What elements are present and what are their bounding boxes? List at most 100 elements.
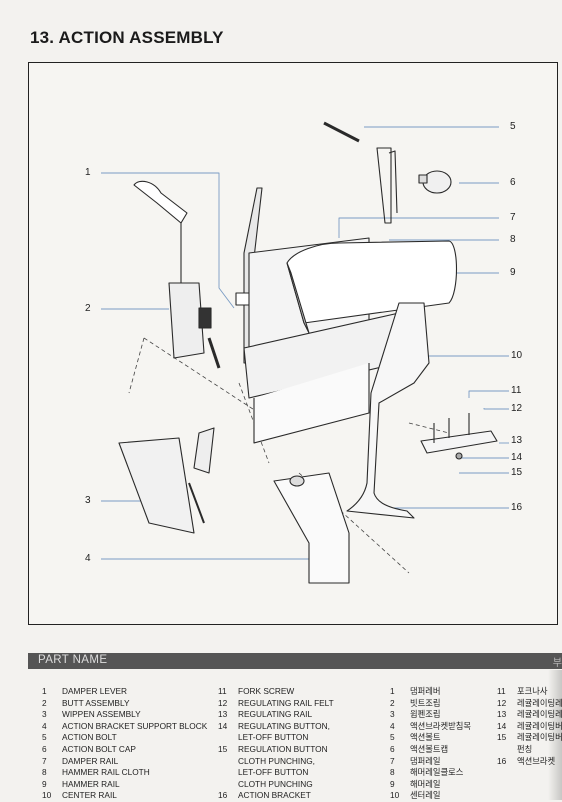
part-label: DAMPER RAIL	[62, 755, 119, 766]
part-number: 11	[218, 686, 227, 696]
part-number: 7	[42, 755, 47, 766]
part-label: 액션브라켓받침목	[410, 720, 472, 731]
part-label: ACTION BRACKET SUPPORT BLOCK	[62, 720, 208, 731]
part-number: 5	[42, 732, 47, 743]
part-number: 10	[42, 790, 52, 801]
page-edge-shadow	[548, 670, 562, 800]
part-label: DAMPER LEVER	[62, 686, 128, 696]
part-label: 해머레일클로스	[410, 767, 464, 778]
callout-4: 4	[85, 553, 91, 564]
part-label: HAMMER RAIL	[62, 778, 120, 789]
parts-list-item: 12 REGULATING RAIL FELT	[218, 698, 334, 710]
part-label: ACTION BRACKET	[238, 790, 311, 801]
part-label: 펀칭	[517, 743, 533, 754]
part-label: 레귤레이팅버	[517, 732, 562, 743]
parts-list-item: 14 REGULATING BUTTON,	[218, 721, 334, 733]
part-label: 레귤레이팅버	[517, 720, 562, 731]
parts-list-item: 12 레귤레이팅레	[497, 698, 562, 710]
part-number: 16	[218, 790, 228, 801]
parts-list-item: LET-OFF BUTTON	[218, 732, 334, 744]
part-label: 댐퍼레일	[410, 755, 441, 766]
part-number: 6	[42, 743, 47, 754]
part-label: FORK SCREW	[238, 686, 295, 696]
part-label: 액션볼트	[410, 732, 441, 743]
part-number: 12	[218, 697, 228, 708]
part-label: 포크나사	[517, 686, 548, 696]
part-label: 레귤레이팅레	[517, 709, 562, 720]
parts-list-item: 10 CENTER RAIL	[42, 790, 207, 802]
callout-13: 13	[511, 435, 523, 446]
part-number: 9	[42, 778, 47, 789]
parts-list-item: 8 해머레일클로스	[390, 767, 471, 779]
parts-list-item: 11 FORK SCREW	[218, 686, 334, 698]
part-number: 1	[42, 686, 47, 696]
part-label: REGULATING RAIL	[238, 709, 313, 720]
callout-5: 5	[510, 121, 516, 132]
part-label: 댐퍼레버	[410, 686, 441, 696]
parts-list-item: 6 ACTION BOLT CAP	[42, 744, 207, 756]
part-number: 15	[218, 743, 228, 754]
part-label: 액션브라켓	[517, 755, 556, 766]
callout-3: 3	[85, 495, 91, 506]
parts-list-item: 13 레귤레이팅레	[497, 709, 562, 721]
part-label: LET-OFF BUTTON	[238, 767, 309, 778]
part-name-header-korean: 부	[552, 658, 562, 669]
part-number: 12	[497, 697, 507, 708]
parts-list-item: 4 액션브라켓받침목	[390, 721, 471, 733]
parts-list-item: 1 댐퍼레버	[390, 686, 471, 698]
parts-list-item: 펀칭	[497, 744, 562, 756]
callout-1: 1	[85, 167, 91, 178]
part-name-header: PART NAME	[38, 654, 108, 666]
callout-8: 8	[510, 234, 516, 245]
callout-7: 7	[510, 212, 516, 223]
part-label: ACTION BOLT	[62, 732, 117, 743]
part-number: 4	[42, 720, 47, 731]
part-number: 4	[390, 720, 395, 731]
parts-list-item: 7 DAMPER RAIL	[42, 756, 207, 768]
parts-list-item: CLOTH PUNCHING	[218, 779, 334, 791]
part-label: REGULATION BUTTON	[238, 743, 328, 754]
part-label: REGULATING RAIL FELT	[238, 697, 334, 708]
part-number: 1	[390, 686, 395, 696]
part-number: 9	[390, 778, 395, 789]
callout-12: 12	[511, 403, 523, 414]
part-label: 레귤레이팅레	[517, 697, 562, 708]
part-label: ACTION BOLT CAP	[62, 743, 136, 754]
part-number: 14	[218, 720, 228, 731]
part-number: 8	[390, 767, 395, 778]
part-label: REGULATING BUTTON,	[238, 720, 330, 731]
callout-2: 2	[85, 303, 91, 314]
part-label: LET-OFF BUTTON	[238, 732, 309, 743]
callout-16: 16	[511, 502, 523, 513]
callout-6: 6	[510, 177, 516, 188]
part-label: 액션볼트캡	[410, 743, 449, 754]
parts-list-item: 9 HAMMER RAIL	[42, 779, 207, 791]
callout-15: 15	[511, 467, 523, 478]
callout-9: 9	[510, 267, 516, 278]
part-label: WIPPEN ASSEMBLY	[62, 709, 141, 720]
parts-list-item: 5 ACTION BOLT	[42, 732, 207, 744]
part-label: CENTER RAIL	[62, 790, 117, 801]
part-number: 5	[390, 732, 395, 743]
callout-10: 10	[511, 350, 523, 361]
exploded-view-drawing	[101, 121, 509, 584]
part-number: 13	[497, 709, 507, 720]
page-title: 13. ACTION ASSEMBLY	[30, 28, 224, 47]
part-number: 3	[390, 709, 395, 720]
part-label: 센터레일	[410, 790, 441, 801]
part-name-header-bar: PART NAME 부	[28, 653, 562, 669]
part-number: 10	[390, 790, 400, 801]
